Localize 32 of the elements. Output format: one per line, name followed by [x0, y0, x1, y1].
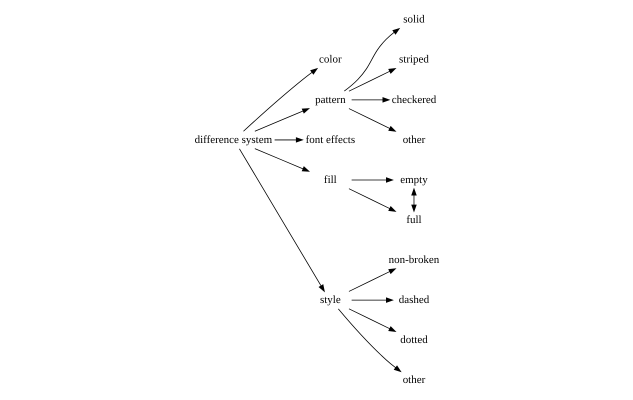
node-text: style: [319, 294, 340, 306]
node-text: color: [318, 54, 342, 66]
node-text: fill: [323, 174, 336, 186]
arrow: [410, 188, 416, 212]
node-text: empty: [400, 174, 428, 186]
arrow: [274, 137, 304, 143]
arrow: [343, 28, 400, 92]
arrow: [348, 68, 396, 92]
arrow: [348, 108, 396, 132]
arrow: [254, 148, 310, 172]
node-text: full: [406, 214, 422, 226]
arrow: [350, 177, 394, 183]
node-text: other: [402, 134, 425, 146]
node-text: other: [402, 374, 425, 386]
arrow: [337, 308, 402, 372]
arrow: [254, 108, 310, 132]
arrow: [242, 68, 318, 132]
node-text: dotted: [400, 334, 428, 346]
node-text: difference system: [194, 134, 272, 146]
arrow: [238, 148, 324, 292]
arrow: [348, 268, 396, 292]
arrow: [350, 297, 394, 303]
node-text: pattern: [314, 94, 346, 106]
arrow: [348, 188, 396, 212]
node-text: checkered: [391, 94, 436, 106]
arrow: [350, 97, 390, 103]
node-text: solid: [402, 14, 424, 26]
node-text: font effects: [305, 134, 355, 146]
node-text: dashed: [398, 294, 429, 306]
node-text: striped: [398, 54, 428, 66]
arrow: [348, 308, 396, 332]
node-text: non-broken: [388, 254, 439, 266]
